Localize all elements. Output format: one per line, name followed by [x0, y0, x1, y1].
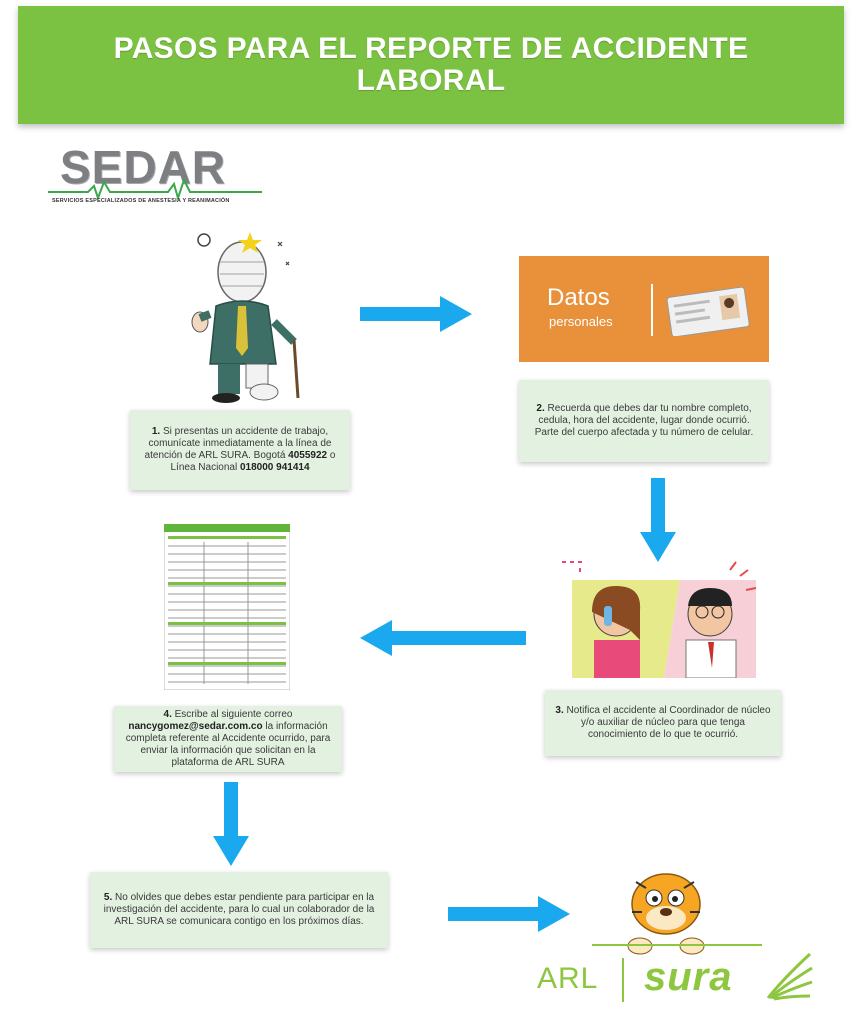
datos-card-subtitle: personales — [549, 314, 613, 329]
tiger-mascot-illustration — [627, 873, 705, 955]
step-5-text: No olvides que debes estar pendiente par… — [103, 892, 375, 927]
step-4-text: Escribe al siguiente correo — [171, 709, 293, 720]
arrow-right-icon — [360, 296, 472, 332]
page-title: PASOS PARA EL REPORTE DE ACCIDENTE LABOR… — [114, 33, 749, 97]
sedar-logo-subtitle: SERVICIOS ESPECIALIZADOS DE ANESTESIA Y … — [52, 198, 230, 204]
step-1-phone-national: 018000 941414 — [239, 462, 310, 473]
title-line-2: LABORAL — [356, 64, 506, 97]
brand-separator — [622, 958, 624, 1002]
step-2-text: Recuerda que debes dar tu nombre complet… — [534, 403, 754, 438]
injured-worker-illustration — [191, 232, 300, 403]
report-form-illustration — [164, 524, 290, 690]
step-4-text-2: la información completa referente al Acc… — [125, 721, 331, 768]
arrow-right-icon-2 — [448, 896, 570, 932]
step-1-number: 1. — [151, 426, 161, 437]
step-5-box: 5. No olvides que debes estar pendiente … — [90, 872, 388, 948]
arl-logo-text: ARL — [537, 962, 599, 995]
step-1-text-2: o Línea Nacional — [170, 450, 336, 473]
step-5-number: 5. — [103, 892, 113, 903]
step-2-number: 2. — [536, 403, 545, 414]
id-card-icon — [666, 286, 750, 336]
datos-card-divider — [651, 284, 653, 336]
phone-call-illustration — [562, 561, 756, 678]
arrow-down-icon-2 — [213, 782, 249, 866]
sura-wings-icon — [766, 952, 813, 1001]
title-line-1: PASOS PARA EL REPORTE DE ACCIDENTE — [113, 32, 749, 65]
step-4-email: nancygomez@sedar.com.co — [128, 721, 263, 732]
sura-logo-text: sura — [644, 955, 733, 999]
arrow-left-icon — [360, 620, 526, 656]
heartbeat-line-icon — [48, 178, 262, 200]
step-3-text: Notifica el accidente al Coordinador de … — [563, 705, 771, 740]
arrow-down-icon — [640, 478, 676, 562]
step-2-box: 2. Recuerda que debes dar tu nombre comp… — [519, 380, 769, 462]
step-1-box: 1. Si presentas un accidente de trabajo,… — [130, 410, 350, 490]
header-banner: PASOS PARA EL REPORTE DE ACCIDENTE LABOR… — [18, 6, 844, 124]
step-4-number: 4. — [163, 709, 172, 720]
step-4-box: 4. Escribe al siguiente correo nancygome… — [114, 706, 342, 772]
step-3-box: 3. Notifica el accidente al Coordinador … — [545, 690, 781, 756]
sedar-logo: SEDAR — [60, 141, 227, 193]
brand-rule — [592, 944, 762, 946]
datos-card-title: Datos — [547, 284, 610, 311]
step-3-number: 3. — [555, 705, 564, 716]
step-1-text: Si presentas un accidente de trabajo, co… — [144, 426, 332, 461]
datos-personales-card: Datos personales — [519, 256, 769, 362]
step-1-phone-bogota: 4055922 — [288, 450, 328, 461]
